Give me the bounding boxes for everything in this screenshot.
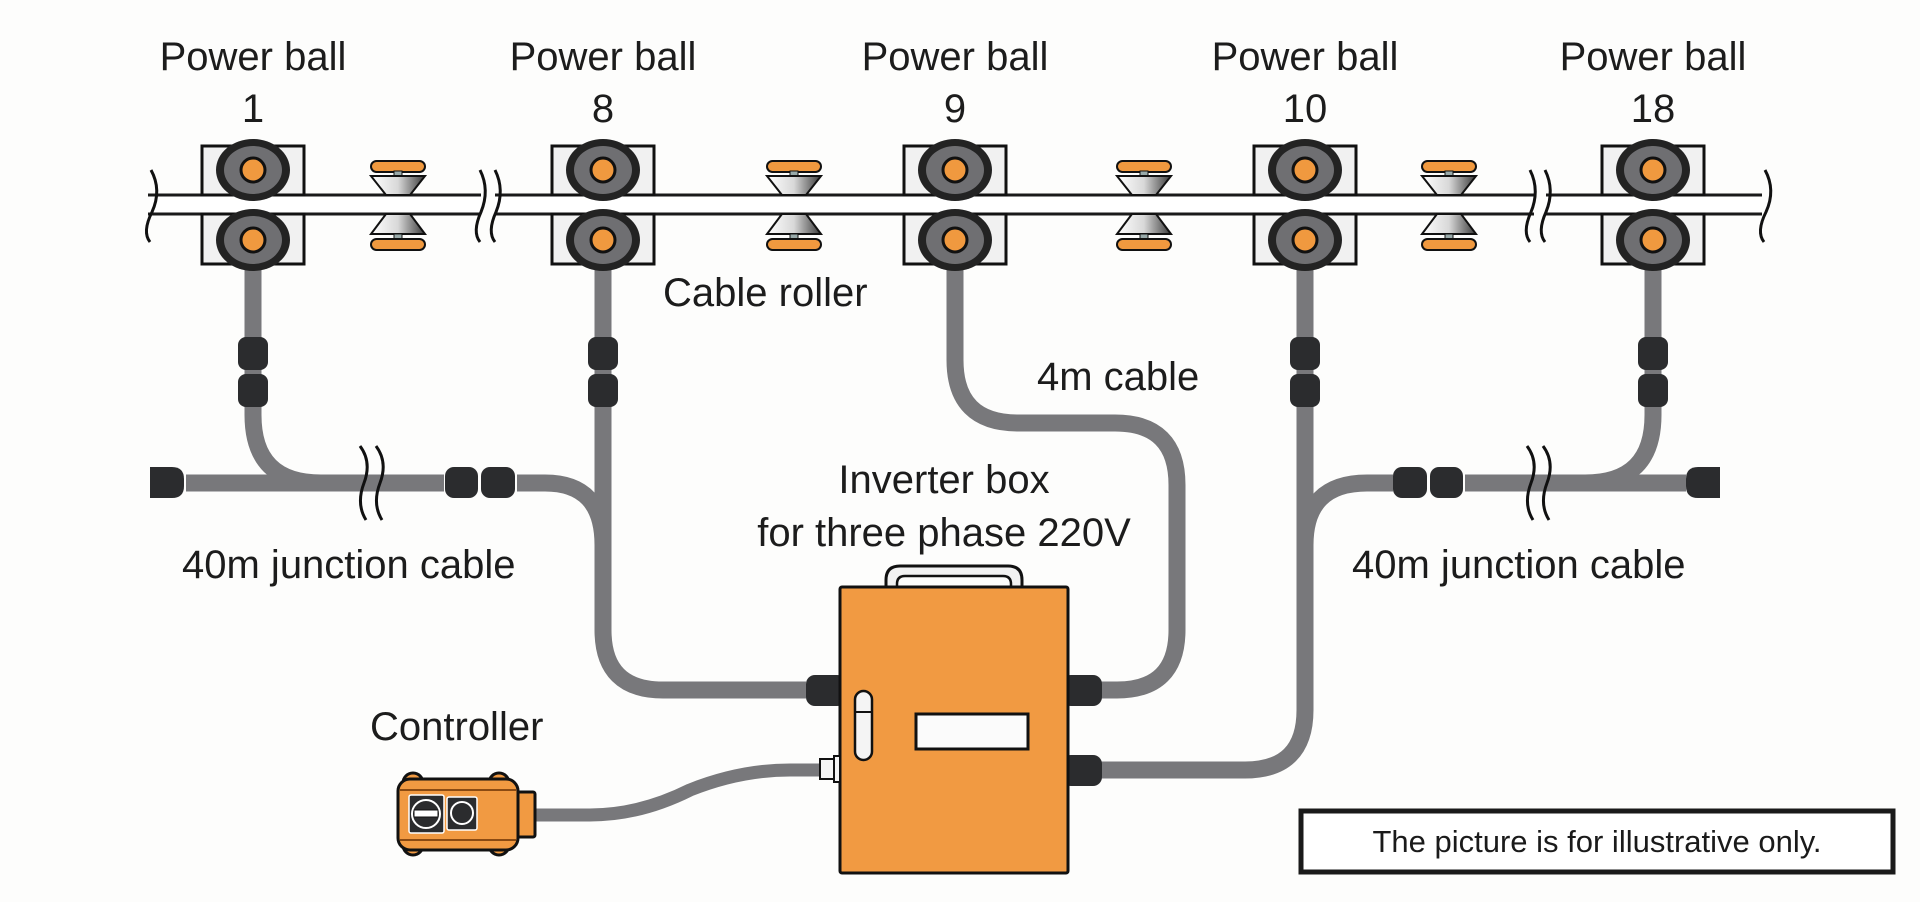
cable-roller-2 bbox=[764, 160, 824, 251]
inverter-label-line2: for three phase 220V bbox=[757, 511, 1131, 555]
left-junction-link bbox=[517, 474, 612, 546]
inverter-latch bbox=[853, 689, 874, 762]
inline-connector-18 bbox=[1638, 337, 1668, 407]
cable-roller-label: Cable roller bbox=[663, 271, 868, 315]
right-junction-cable-label: 40m junction cable bbox=[1352, 543, 1686, 587]
power-ball-8 bbox=[550, 139, 656, 271]
upper-wheel-icon bbox=[566, 139, 640, 201]
right-end-cap bbox=[1686, 467, 1720, 498]
power-ball-number: 18 bbox=[1631, 87, 1676, 131]
junction-break-marks bbox=[358, 445, 1552, 521]
inverter-label-line1: Inverter box bbox=[838, 458, 1049, 502]
controller-selector-switch-icon bbox=[408, 794, 445, 834]
disclaimer-text: The picture is for illustrative only. bbox=[1372, 824, 1821, 859]
power-ball-labels: Power ball 1 Power ball 8 Power ball 9 Power b… bbox=[160, 35, 1747, 131]
power-ball-10 bbox=[1252, 139, 1358, 271]
inverter-display-window bbox=[914, 712, 1030, 751]
cable-powerball-18 bbox=[1584, 262, 1662, 492]
cable-roller-3 bbox=[1114, 160, 1174, 251]
lower-wheel-icon bbox=[1268, 209, 1342, 271]
power-ball-label: Power ball bbox=[1212, 35, 1399, 79]
power-ball-label: Power ball bbox=[510, 35, 697, 79]
power-ball-18 bbox=[1600, 139, 1706, 271]
power-ball-number: 8 bbox=[592, 87, 614, 131]
lower-wheel-icon bbox=[566, 209, 640, 271]
controller-label: Controller bbox=[370, 705, 543, 749]
inverter-right-upper-connector bbox=[1062, 675, 1102, 706]
lower-wheel-icon bbox=[216, 209, 290, 271]
controller bbox=[396, 771, 537, 857]
cable-powerball-8 bbox=[594, 262, 806, 699]
cable-rollers bbox=[368, 160, 1479, 251]
cables bbox=[186, 262, 1686, 822]
rail-break-right-end bbox=[1759, 169, 1773, 243]
upper-wheel-icon bbox=[918, 139, 992, 201]
lower-wheel-icon bbox=[918, 209, 992, 271]
cable-powerball-1 bbox=[244, 262, 322, 492]
upper-wheel-icon bbox=[1616, 139, 1690, 201]
power-balls bbox=[200, 139, 1706, 271]
power-ball-9 bbox=[902, 139, 1008, 271]
disclaimer: The picture is for illustrative only. bbox=[1298, 808, 1896, 875]
4m-cable-label: 4m cable bbox=[1037, 355, 1199, 399]
power-ball-1 bbox=[200, 139, 306, 271]
cable-roller-4 bbox=[1419, 160, 1479, 251]
power-ball-number: 10 bbox=[1283, 87, 1328, 131]
power-ball-label: Power ball bbox=[862, 35, 1049, 79]
cable-4m-powerball-9 bbox=[946, 262, 1186, 699]
controller-cable bbox=[535, 763, 822, 822]
upper-wheel-icon bbox=[216, 139, 290, 201]
rail-break-left-end bbox=[145, 169, 159, 243]
inverter-left-connector bbox=[806, 675, 846, 706]
right-junction-link bbox=[1296, 474, 1393, 546]
connectors bbox=[150, 337, 1720, 498]
inline-connector-10 bbox=[1290, 337, 1320, 407]
inline-connector-8 bbox=[588, 337, 618, 407]
inverter-right-lower-connector bbox=[1062, 755, 1102, 786]
cable-powerball-10 bbox=[1100, 262, 1314, 779]
lower-wheel-icon bbox=[1616, 209, 1690, 271]
inverter-box bbox=[806, 564, 1102, 875]
controller-port bbox=[819, 758, 836, 780]
power-ball-number: 1 bbox=[242, 87, 264, 131]
left-junction-cable-label: 40m junction cable bbox=[182, 543, 516, 587]
left-end-cap bbox=[150, 467, 184, 498]
power-ball-label: Power ball bbox=[1560, 35, 1747, 79]
power-ball-label: Power ball bbox=[160, 35, 347, 79]
left-double-connector bbox=[445, 467, 515, 498]
right-double-connector bbox=[1393, 467, 1463, 498]
inline-connector-1 bbox=[238, 337, 268, 407]
upper-wheel-icon bbox=[1268, 139, 1342, 201]
controller-push-button-icon bbox=[446, 796, 478, 831]
cable-roller-1 bbox=[368, 160, 428, 251]
power-ball-number: 9 bbox=[944, 87, 966, 131]
